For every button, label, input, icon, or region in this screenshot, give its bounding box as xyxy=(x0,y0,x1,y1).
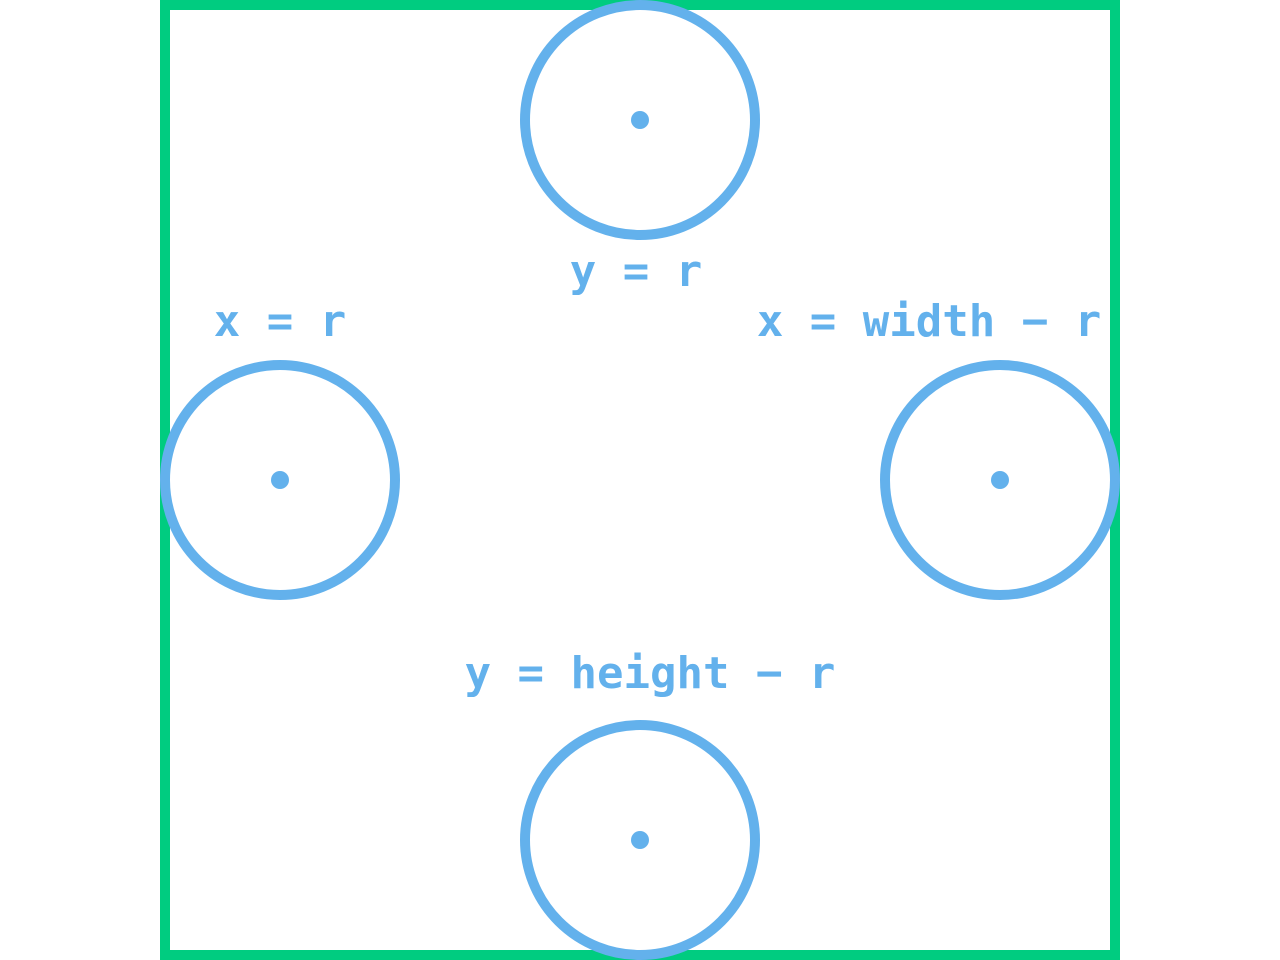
canvas-boundary xyxy=(160,0,1120,960)
left-circle-center-dot xyxy=(271,471,289,489)
top-circle-center-dot xyxy=(631,111,649,129)
left-circle xyxy=(160,360,400,600)
bottom-circle-group xyxy=(520,720,760,960)
right-circle xyxy=(880,360,1120,600)
bottom-circle-center-dot xyxy=(631,831,649,849)
bottom-label: y = height − r xyxy=(465,648,836,699)
left-circle-group xyxy=(160,360,400,600)
bottom-circle xyxy=(520,720,760,960)
top-circle-group xyxy=(520,0,760,240)
right-circle-group xyxy=(880,360,1120,600)
left-label: x = r xyxy=(214,296,346,347)
right-circle-center-dot xyxy=(991,471,1009,489)
top-label: y = r xyxy=(570,246,702,297)
right-label: x = width − r xyxy=(757,296,1101,347)
top-circle xyxy=(520,0,760,240)
